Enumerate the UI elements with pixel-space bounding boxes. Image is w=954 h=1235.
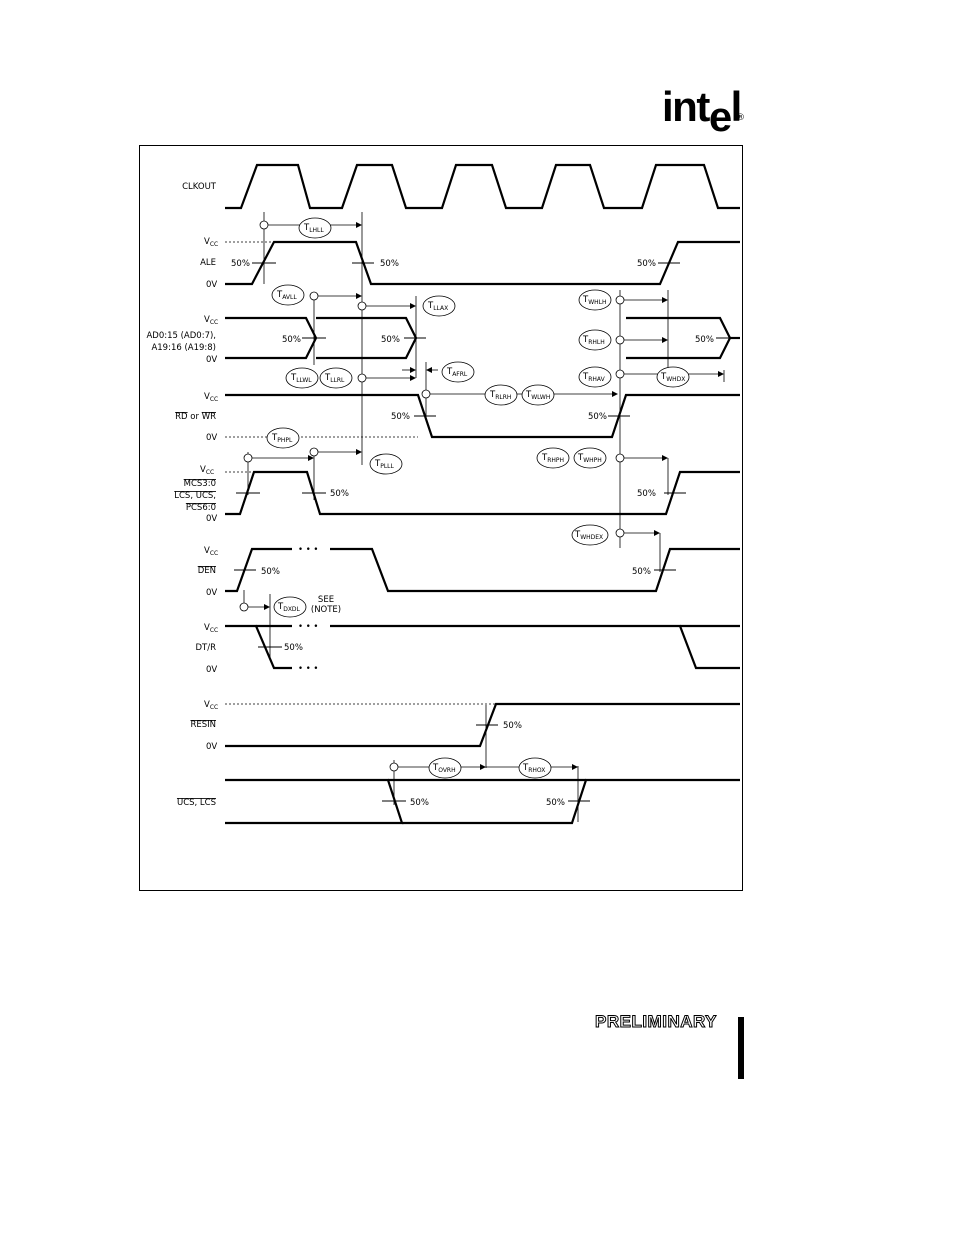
pcs-label: PCS6:0 bbox=[186, 503, 216, 513]
ad-bus-right bbox=[626, 316, 732, 360]
t-whlh-label: TWHLH bbox=[582, 295, 607, 306]
fifty-percent-label: 50% bbox=[410, 798, 429, 808]
origin-marker bbox=[309, 447, 319, 457]
fifty-percent-label: 50% bbox=[381, 335, 400, 345]
zero-v-label: 0V bbox=[206, 742, 217, 752]
origin-marker bbox=[615, 369, 625, 379]
dtr-label: DT/R bbox=[195, 643, 216, 653]
t-llwl-label: TLLWL bbox=[290, 373, 312, 384]
t-plll-label: TPLLL bbox=[374, 459, 395, 470]
t-lhll-label: TLHLL bbox=[303, 223, 324, 234]
t-llax-label: TLLAX bbox=[427, 301, 448, 312]
fifty-percent-label: 50% bbox=[231, 259, 250, 269]
origin-marker bbox=[243, 453, 253, 463]
fifty-percent-label: 50% bbox=[284, 643, 303, 653]
clkout-label: CLKOUT bbox=[182, 182, 217, 192]
threshold-labels: 50% 50% 50% 50% 50% 50% 50% 50% 50% 50% … bbox=[231, 259, 714, 808]
fifty-percent-label: 50% bbox=[695, 335, 714, 345]
zero-v-label: 0V bbox=[206, 514, 217, 524]
ucs-lcs-label: UCS, LCS bbox=[177, 798, 216, 808]
preliminary-label: PRELIMINARY bbox=[595, 1012, 718, 1032]
rd-wr-waveform bbox=[225, 393, 740, 439]
vcc-label: VCC bbox=[204, 623, 218, 634]
zero-v-label: 0V bbox=[206, 355, 217, 365]
ad-bus-label: AD0:15 (AD0:7), bbox=[146, 331, 216, 341]
fifty-percent-label: 50% bbox=[391, 412, 410, 422]
continuation-dots: • • • bbox=[298, 622, 318, 632]
vcc-label: VCC bbox=[204, 237, 218, 248]
origin-marker bbox=[421, 389, 431, 399]
t-avll-label: TAVLL bbox=[276, 290, 297, 301]
t-rhox-label: TRHOX bbox=[522, 763, 545, 774]
origin-marker bbox=[357, 301, 367, 311]
t-ovrh-label: TOVRH bbox=[432, 763, 456, 774]
fifty-percent-label: 50% bbox=[637, 489, 656, 499]
vcc-label: VCC bbox=[204, 315, 218, 326]
vcc-label: VCC bbox=[204, 700, 218, 711]
origin-marker bbox=[615, 453, 625, 463]
t-whdx-label: TWHDX bbox=[660, 372, 685, 383]
fifty-percent-label: 50% bbox=[261, 567, 280, 577]
t-whph-label: TWHPH bbox=[577, 453, 602, 464]
t-llrl-label: TLLRL bbox=[324, 373, 345, 384]
logo-e: e bbox=[708, 93, 732, 140]
ucs-lcs-lower bbox=[225, 778, 404, 825]
see-note-label: (NOTE) bbox=[311, 605, 341, 615]
zero-v-label: 0V bbox=[206, 588, 217, 598]
zero-v-label: 0V bbox=[206, 665, 217, 675]
logo-l: l bbox=[730, 83, 743, 130]
origin-marker bbox=[615, 335, 625, 345]
fifty-percent-label: 50% bbox=[503, 721, 522, 731]
den-label: DEN bbox=[198, 566, 216, 576]
ale-label: ALE bbox=[200, 258, 216, 268]
fifty-percent-label: 50% bbox=[330, 489, 349, 499]
registered-mark: ® bbox=[736, 113, 745, 123]
zero-v-label: 0V bbox=[206, 280, 217, 290]
t-whdex-label: TWHDEX bbox=[574, 530, 603, 541]
timing-parameters: TLHLL TAVLL TLLAX TLLWL TLLRL TAFRL TRLR… bbox=[271, 223, 685, 774]
fifty-percent-label: 50% bbox=[632, 567, 651, 577]
clkout-waveform bbox=[225, 163, 740, 210]
logo-int: int bbox=[662, 83, 710, 130]
t-rhlh-label: TRHLH bbox=[582, 335, 605, 346]
t-dxdl-label: TDXDL bbox=[277, 602, 301, 613]
t-phpl-label: TPHPL bbox=[271, 433, 293, 444]
mcs-label: MCS3:0 bbox=[184, 479, 216, 489]
origin-marker bbox=[239, 602, 249, 612]
fifty-percent-label: 50% bbox=[588, 412, 607, 422]
resin-label: RESIN bbox=[190, 720, 216, 730]
t-rlrh-label: TRLRH bbox=[489, 390, 511, 401]
page-edge-bar bbox=[738, 1017, 744, 1079]
origin-marker bbox=[357, 373, 367, 383]
fifty-percent-label: 50% bbox=[282, 335, 301, 345]
vcc-label: VCC bbox=[204, 392, 218, 403]
t-rhph-label: TRHPH bbox=[541, 453, 564, 464]
origin-marker bbox=[615, 528, 625, 538]
t-wlwh-label: TWLWH bbox=[525, 390, 550, 401]
vcc-label: VCC bbox=[200, 465, 214, 476]
origin-marker bbox=[309, 291, 319, 301]
see-note-label: SEE bbox=[318, 595, 334, 605]
fifty-percent-label: 50% bbox=[546, 798, 565, 808]
origin-marker bbox=[615, 295, 625, 305]
timing-diagram-frame bbox=[139, 145, 743, 891]
address-label: A19:16 (A19:8) bbox=[151, 343, 216, 353]
origin-marker bbox=[259, 220, 269, 230]
zero-v-label: 0V bbox=[206, 433, 217, 443]
continuation-dots: • • • bbox=[298, 545, 318, 555]
t-afrl-label: TAFRL bbox=[446, 367, 468, 378]
lcs-ucs-label: LCS, UCS, bbox=[174, 491, 216, 501]
ad-bus-mid bbox=[316, 316, 418, 360]
origin-marker bbox=[389, 762, 399, 772]
fifty-percent-label: 50% bbox=[380, 259, 399, 269]
vcc-label: VCC bbox=[204, 546, 218, 557]
t-rhav-label: TRHAV bbox=[582, 372, 606, 383]
continuation-dots: • • • bbox=[298, 664, 318, 674]
rd-wr-label: RD or WR bbox=[175, 412, 216, 422]
intel-logo: intel bbox=[662, 83, 743, 138]
fifty-percent-label: 50% bbox=[637, 259, 656, 269]
